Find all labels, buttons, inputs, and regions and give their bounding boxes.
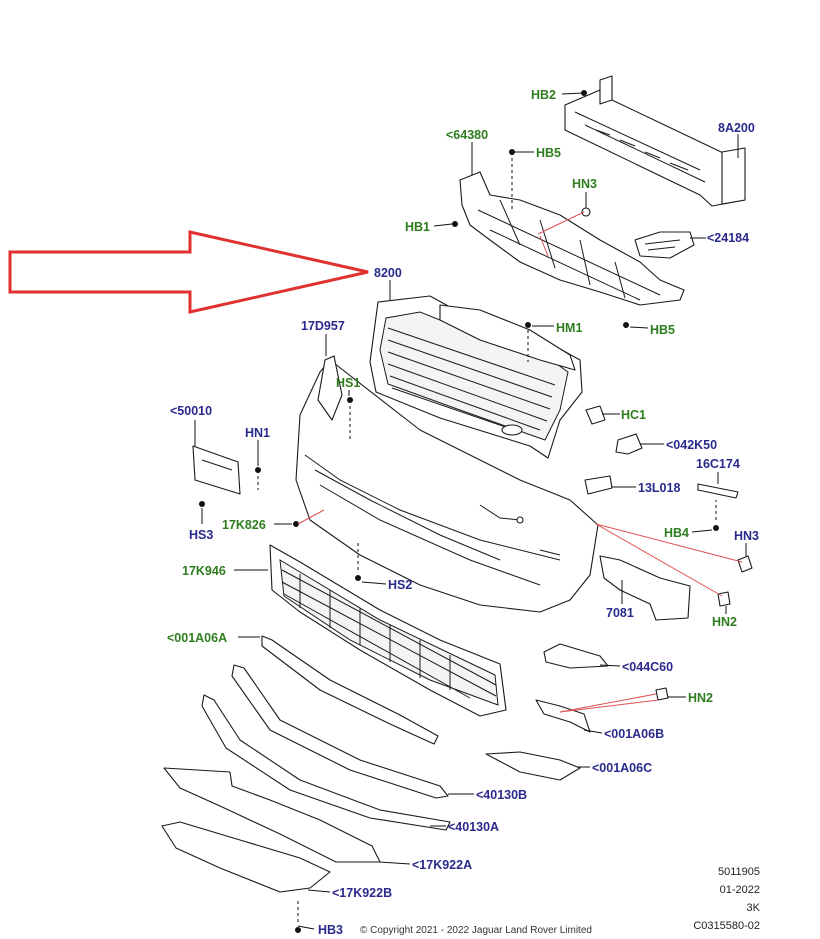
callout-50010: <50010: [170, 404, 212, 418]
bracket-8a200: [564, 75, 746, 207]
callout-hb5-top: HB5: [536, 146, 561, 160]
callout-labels: HB2 8A200 <64380 HB5 HN3 HB1 <24184 8200…: [167, 88, 759, 937]
footer-code-1: 5011905: [717, 866, 760, 878]
callout-hs1: HS1: [336, 376, 360, 390]
upper-beam-assembly: [459, 171, 695, 306]
callout-16c174: 16C174: [696, 457, 740, 471]
lower-grille-17k946: [269, 544, 507, 717]
callout-hb3: HB3: [318, 923, 343, 937]
upper-grille-8200: [369, 295, 583, 459]
callout-044c60: <044C60: [622, 660, 673, 674]
callout-hb4: HB4: [664, 526, 689, 540]
fasteners: [199, 90, 719, 933]
callout-hs3: HS3: [189, 528, 213, 542]
callout-40130b: <40130B: [476, 788, 527, 802]
callout-001a06c: <001A06C: [592, 761, 652, 775]
callout-hb1: HB1: [405, 220, 430, 234]
callout-17k946: 17K946: [182, 564, 226, 578]
callout-17k826: 17K826: [222, 518, 266, 532]
lower-trim-strips: [161, 635, 451, 893]
callout-hn3-right: HN3: [734, 529, 759, 543]
highlight-arrow: [8, 230, 369, 314]
callout-hm1: HM1: [556, 321, 582, 335]
callout-7081: 7081: [606, 606, 634, 620]
callout-hn3-top: HN3: [572, 177, 597, 191]
callout-hb5-mid: HB5: [650, 323, 675, 337]
footer-code-2: C0315580-02: [693, 920, 760, 932]
callout-042k50: <042K50: [666, 438, 717, 452]
callout-hs2: HS2: [388, 578, 412, 592]
plate-bracket-50010: [192, 445, 241, 495]
callout-001a06a: <001A06A: [167, 631, 227, 645]
copyright-text: © Copyright 2021 - 2022 Jaguar Land Rove…: [360, 925, 592, 936]
callout-40130a: <40130A: [448, 820, 499, 834]
callout-8a200: 8A200: [718, 121, 755, 135]
small-parts-right: [485, 405, 753, 781]
footer-date: 01-2022: [719, 884, 760, 896]
callout-hc1: HC1: [621, 408, 646, 422]
callout-17k922a: <17K922A: [412, 858, 472, 872]
callout-13l018: 13L018: [638, 481, 680, 495]
callout-001a06b: <001A06B: [604, 727, 664, 741]
callout-17k922b: <17K922B: [332, 886, 392, 900]
callout-hn1: HN1: [245, 426, 270, 440]
callout-64380: <64380: [446, 128, 488, 142]
callout-hn2-right: HN2: [712, 615, 737, 629]
callout-24184: <24184: [707, 231, 749, 245]
callout-hb2: HB2: [531, 88, 556, 102]
leader-lines: [194, 92, 747, 930]
reference-lines: [297, 211, 743, 713]
callout-17d957: 17D957: [301, 319, 345, 333]
assembly-lines: [257, 158, 717, 922]
footer-version: 3K: [746, 902, 760, 914]
callout-8200: 8200: [374, 266, 402, 280]
bumper-cover: [295, 355, 599, 613]
callout-hn2-lower: HN2: [688, 691, 713, 705]
